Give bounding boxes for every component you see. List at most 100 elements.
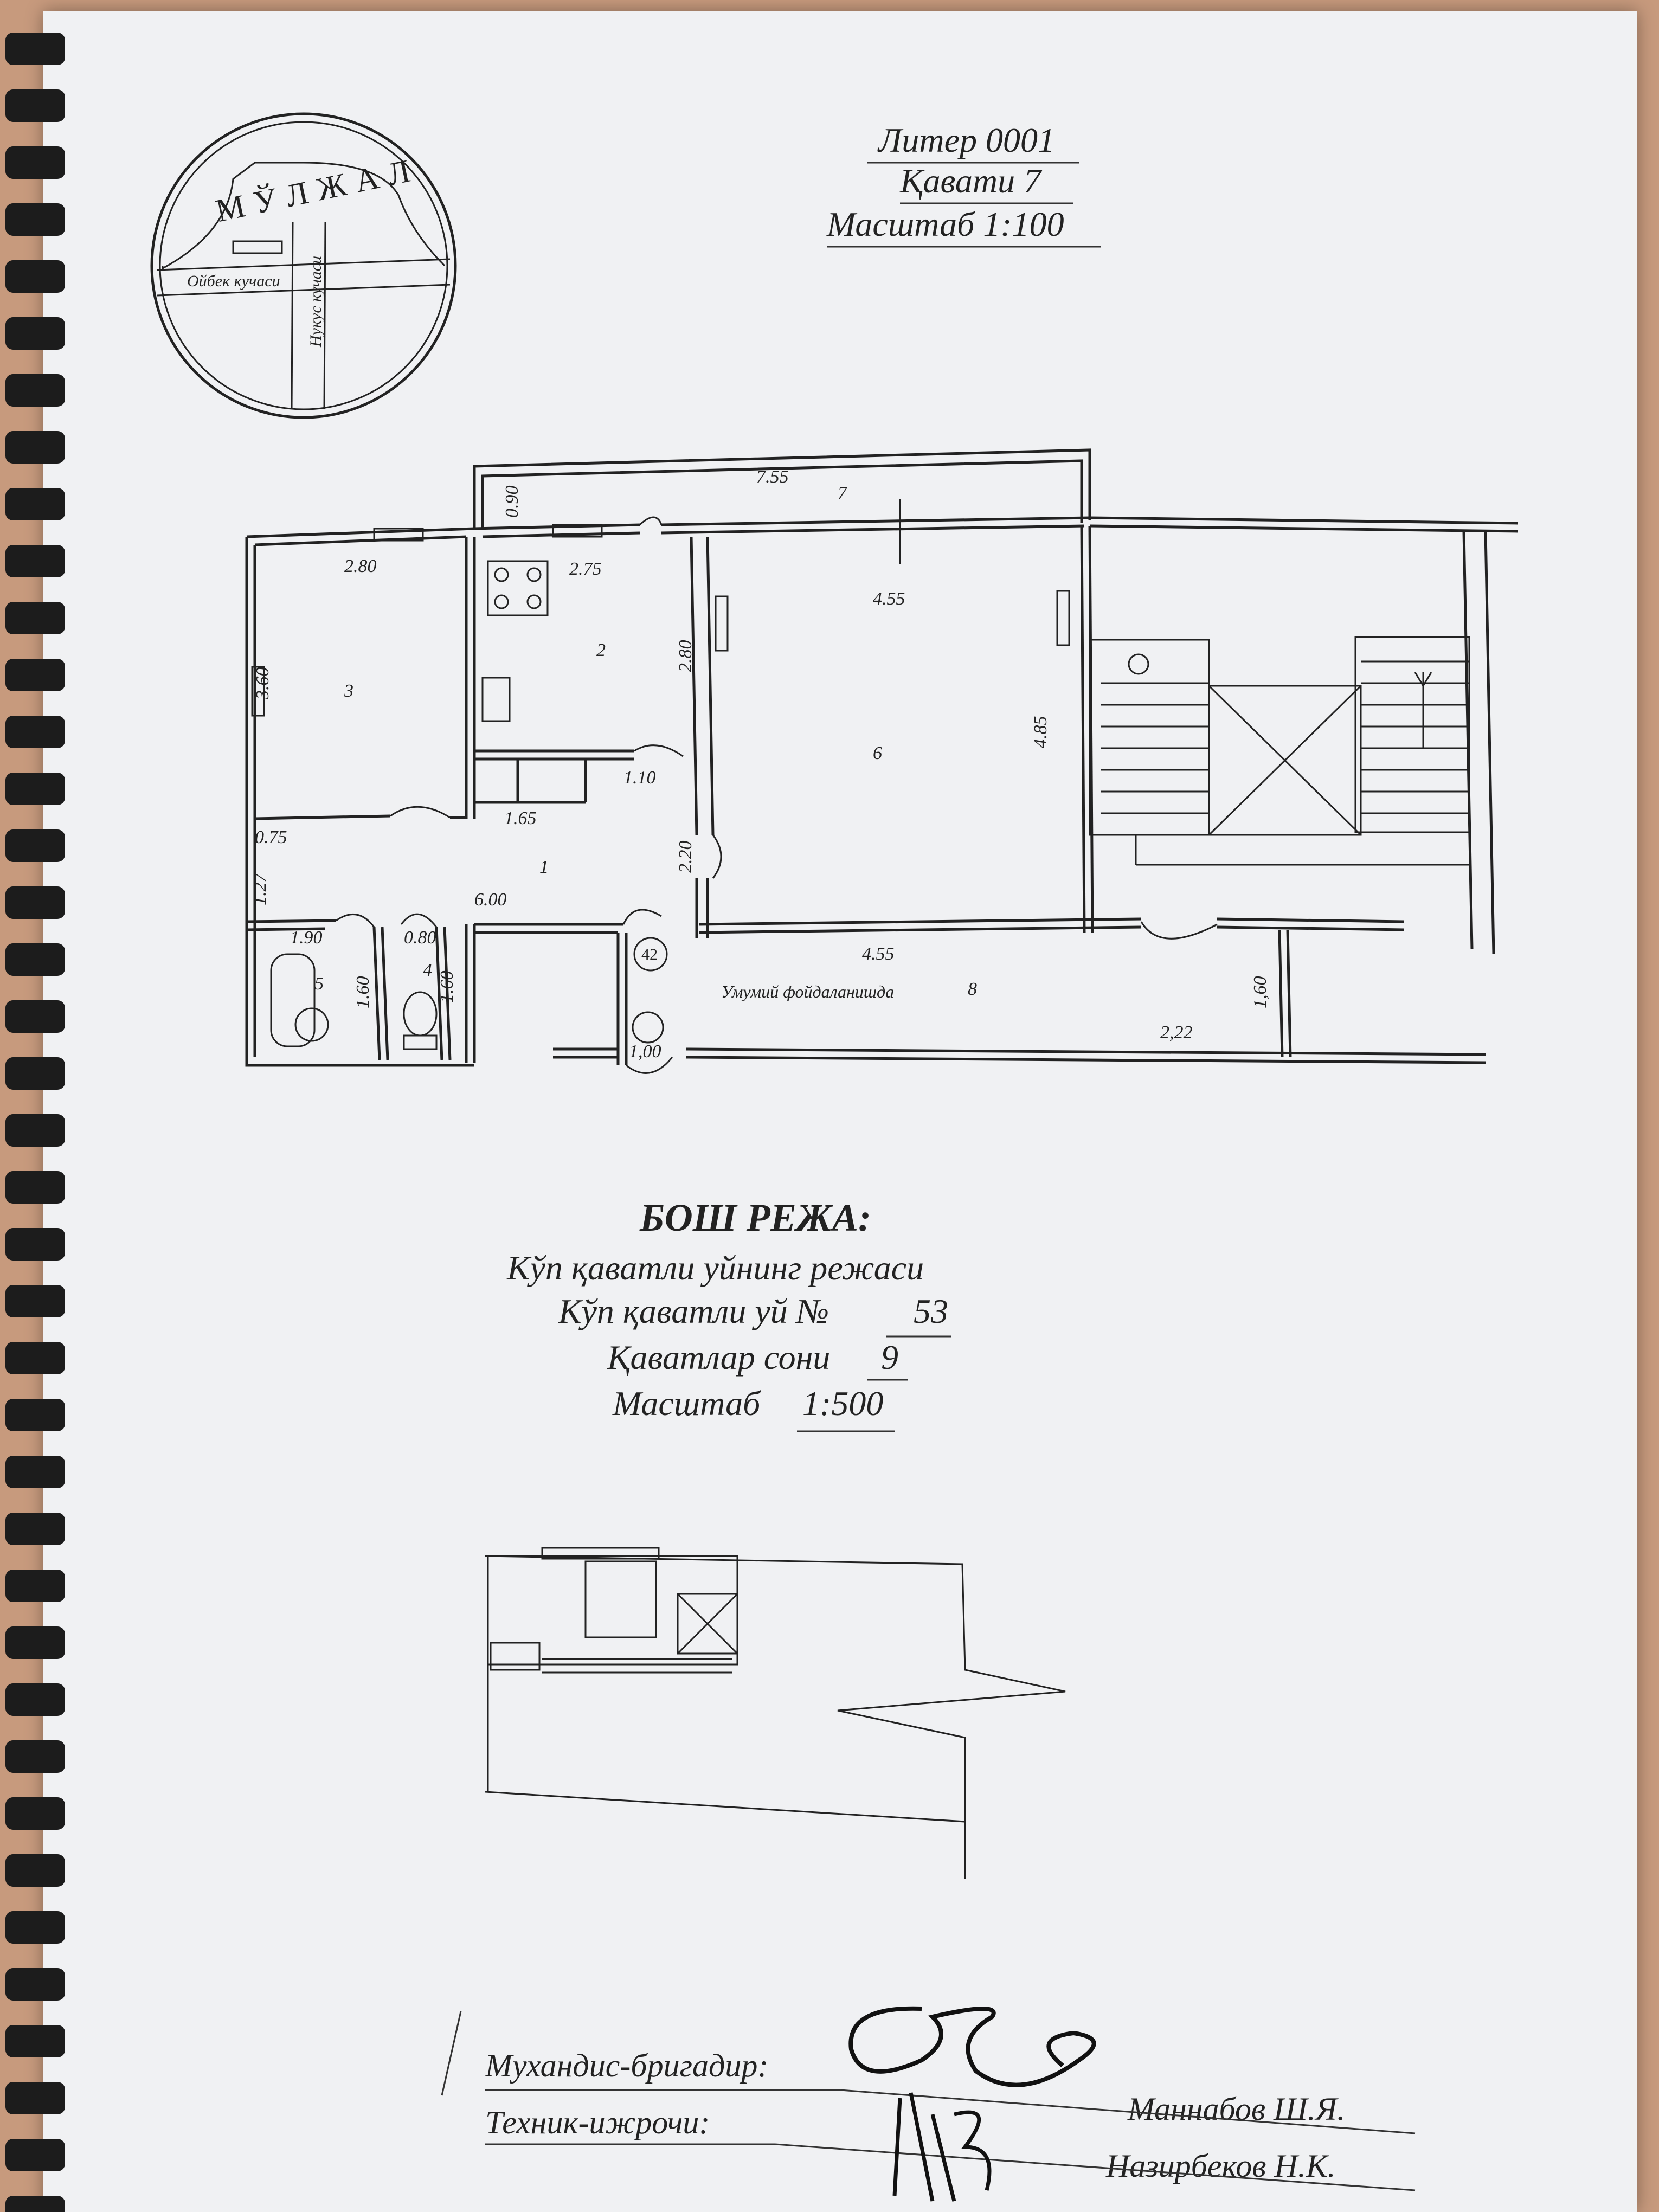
floor-count: 9 [881, 1338, 898, 1377]
site-plan-title: БОШ РЕЖА: Кўп қаватли уйнинг режаси Кўп … [506, 1196, 951, 1432]
liter-label: Литер 0001 [877, 121, 1055, 159]
binding-ring [5, 1797, 65, 1830]
room-1-label: 1 [539, 857, 549, 877]
binding-ring [5, 1342, 65, 1374]
room-7-label: 7 [838, 483, 848, 503]
binding-ring [5, 1228, 65, 1261]
dim-1-00: 1,00 [629, 1041, 661, 1062]
dim-2-80: 2.80 [344, 556, 377, 576]
engineer-signature-scribble [848, 2006, 1096, 2087]
binding-ring [5, 1285, 65, 1317]
flat-number: 42 [641, 946, 658, 963]
binding-ring [5, 317, 65, 350]
binding-ring [5, 829, 65, 862]
apartment-plan [245, 448, 1519, 1074]
engineer-role: Мухандис-бригадир: [485, 2048, 768, 2084]
binding-ring [5, 431, 65, 464]
dim-7-55: 7.55 [756, 467, 789, 487]
binding-ring [5, 1626, 65, 1659]
room-8-label: 8 [968, 979, 977, 999]
room-3-label: 3 [344, 681, 353, 701]
header-block: Литер 0001 Қавати 7 Масштаб 1:100 [826, 121, 1101, 248]
room-6-label: 6 [873, 743, 882, 763]
dim-0-75: 0.75 [255, 827, 287, 847]
binding-ring [5, 2082, 65, 2114]
binding-ring [5, 602, 65, 634]
binding-ring [5, 716, 65, 748]
binding-ring [5, 2139, 65, 2171]
binding-ring [5, 1456, 65, 1488]
room-5-label: 5 [314, 974, 324, 994]
dim-1-27: 1.27 [250, 872, 270, 906]
binding-ring [5, 260, 65, 293]
dim-1-60-bath: 1.60 [353, 976, 373, 1009]
document-sheet [43, 11, 1637, 2212]
scale-label: Масштаб 1:100 [826, 205, 1064, 243]
signature-block: Мухандис-бригадир: Маннабов Ш.Я. Техник-… [441, 2006, 1416, 2202]
room-4-label: 4 [423, 960, 432, 980]
binding-ring [5, 374, 65, 407]
dim-2-22: 2,22 [1160, 1023, 1193, 1043]
dim-6-00: 6.00 [474, 890, 507, 910]
dim-1-60-storage: 1,60 [1250, 976, 1270, 1009]
street-name-1: Ойбек кучаси [187, 272, 280, 290]
binding-ring [5, 1000, 65, 1033]
binding-ring [5, 1513, 65, 1545]
binding-ring [5, 2025, 65, 2057]
site-plan-line-1: Кўп қаватли уйнинг режаси [506, 1249, 924, 1287]
house-number: 53 [914, 1292, 948, 1330]
binding-ring [5, 146, 65, 179]
dim-1-90: 1.90 [290, 928, 323, 948]
dim-1-10: 1.10 [623, 768, 656, 788]
binding-ring [5, 33, 65, 65]
binding-ring [5, 1968, 65, 2001]
binding-ring [5, 1570, 65, 1602]
binding-ring [5, 203, 65, 236]
site-plan-drawing [485, 1547, 1066, 1879]
dim-4-85: 4.85 [1031, 716, 1051, 749]
binding-ring [5, 1740, 65, 1773]
binding-ring [5, 943, 65, 976]
plan-labels: 7.55 0.90 7 2.80 2.75 4.55 3.60 3 2 2.80… [250, 467, 1270, 1062]
binding-ring [5, 1057, 65, 1090]
binding-ring [5, 773, 65, 805]
dim-2-80-kitchen: 2.80 [676, 640, 696, 673]
technician-signature-scribble [892, 2092, 992, 2202]
binding-ring [5, 1171, 65, 1204]
binding-ring [5, 1911, 65, 1944]
dim-4-55-top: 4.55 [873, 589, 905, 609]
binding-ring [5, 659, 65, 691]
dim-0-80: 0.80 [404, 928, 436, 948]
binding-ring [5, 1114, 65, 1147]
binding-ring [5, 89, 65, 122]
site-plan-line-2-label: Кўп қаватли уй № [558, 1292, 829, 1330]
dim-1-65: 1.65 [504, 808, 537, 828]
dim-2-20: 2.20 [676, 841, 696, 873]
site-plan-line-3-label: Қаватлар сони [607, 1338, 830, 1377]
floor-label: Қавати 7 [899, 162, 1043, 200]
dim-4-55-corridor: 4.55 [862, 944, 895, 964]
spiral-binding [5, 33, 65, 2212]
technician-name: Назирбеков Н.К. [1105, 2148, 1336, 2184]
room-2-label: 2 [596, 640, 606, 660]
dim-0-90: 0.90 [502, 486, 522, 518]
binding-ring [5, 1399, 65, 1431]
street-name-2: Нукус кучаси [307, 256, 325, 348]
technician-role: Техник-ижрочи: [485, 2105, 710, 2140]
binding-ring [5, 545, 65, 577]
dim-3-60: 3.60 [253, 667, 273, 700]
dim-2-75: 2.75 [569, 559, 602, 579]
binding-ring [5, 1854, 65, 1887]
site-plan-line-4-label: Масштаб [612, 1384, 761, 1423]
engineer-name: Маннабов Ш.Я. [1127, 2091, 1345, 2127]
site-plan-heading: БОШ РЕЖА: [639, 1196, 871, 1239]
binding-ring [5, 1683, 65, 1716]
binding-ring [5, 2196, 65, 2212]
common-area-label: Умумий фойдаланишда [721, 982, 894, 1001]
binding-ring [5, 886, 65, 919]
site-plan-scale: 1:500 [802, 1384, 883, 1423]
location-stamp: МЎЛЖАЛ Ойбек кучаси Нукус кучаси [150, 112, 457, 419]
dim-1-60-wc: 1.60 [437, 971, 457, 1004]
binding-ring [5, 488, 65, 520]
